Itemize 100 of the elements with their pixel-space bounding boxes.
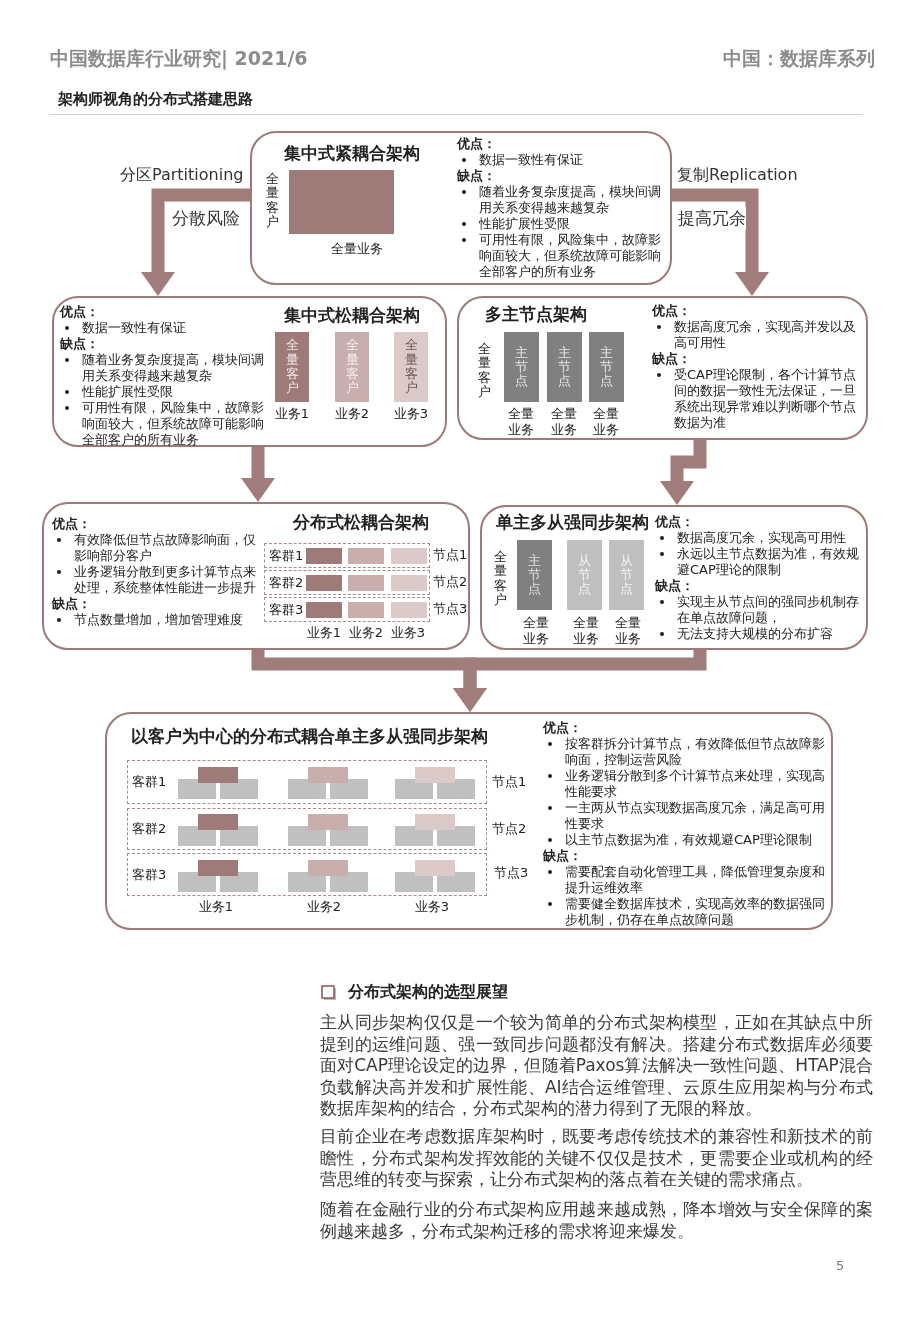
node-label: 节点3 — [433, 601, 468, 617]
row-label: 客群3 — [269, 601, 304, 618]
node-label: 节点1 — [492, 774, 527, 790]
architecture-panel — [457, 296, 868, 440]
node-column — [589, 332, 624, 402]
arrow — [453, 650, 707, 712]
vertical-label: 全量客户 — [494, 550, 507, 608]
vertical-label: 全量客户 — [478, 342, 491, 400]
row-label: 客群3 — [132, 866, 167, 883]
bullet-item: 以主节点数据为准，有效规避CAP理论限制 — [543, 832, 831, 848]
bullet-item: 受CAP理论限制，各个计算节点间的数据一致性无法保证，一旦系统出现异常难以判断哪个节点数据为准 — [652, 367, 866, 431]
caption-text: 业务2 — [305, 899, 343, 915]
column-label: 主节点 — [515, 345, 528, 389]
section-heading: 优点： — [457, 136, 497, 152]
caption-text: 全量业务 — [522, 615, 550, 647]
caption-text: 业务1 — [197, 899, 235, 915]
node-label: 节点2 — [433, 574, 468, 590]
bullet-item: 永远以主节点数据为准，有效规避CAP理论的限制 — [655, 546, 867, 578]
node-column — [567, 540, 602, 610]
bullet-item: 随着业务复杂度提高，模块间调用关系变得越来越复杂 — [60, 352, 272, 384]
section-heading: 优点： — [652, 303, 692, 319]
node-column — [394, 332, 428, 402]
caption-text: 全量业务 — [592, 406, 620, 438]
panel-title: 集中式紧耦合架构 — [284, 142, 421, 164]
architecture-panel — [52, 296, 447, 447]
row-label: 客群1 — [132, 774, 167, 790]
client-group-row — [264, 597, 430, 622]
panel-title: 分布式松耦合架构 — [293, 511, 430, 533]
arrow — [660, 440, 707, 505]
node-column — [335, 332, 369, 402]
bullet-item: 数据高度冗余，实现高并发以及高可用性 — [652, 319, 866, 351]
client-group-row — [127, 808, 487, 850]
node-label: 节点1 — [433, 547, 468, 563]
client-group-row — [127, 853, 487, 896]
row-label: 客群2 — [132, 821, 167, 837]
panel-title: 单主多从强同步架构 — [496, 511, 650, 533]
caption-text: 业务3 — [413, 899, 451, 915]
vertical-label: 全量客户 — [266, 172, 279, 230]
node-column — [547, 332, 582, 402]
arrow — [241, 447, 275, 502]
node-label: 节点2 — [492, 821, 527, 837]
edge-label: 提高冗余 — [678, 207, 746, 230]
section-heading: 缺点： — [655, 578, 695, 594]
architecture-panel — [250, 131, 672, 285]
section-heading: 缺点： — [60, 336, 100, 352]
business-block — [289, 170, 394, 234]
page-number: 5 — [836, 1258, 845, 1273]
architecture-panel — [480, 505, 868, 650]
node-label: 节点3 — [494, 865, 529, 881]
row-label: 客群2 — [269, 574, 304, 591]
section-heading: 优点： — [52, 516, 92, 532]
column-label: 主节点 — [558, 345, 571, 389]
column-label: 全量客户 — [285, 338, 299, 396]
bullet-item: 可用性有限，风险集中，故障影响面较大，但系统故障可能影响全部客户的所有业务 — [457, 232, 672, 280]
section-heading: 缺点： — [52, 596, 92, 612]
bullet-item: 无法支持大规模的分布扩容 — [655, 626, 867, 642]
bullet-item: 实现主从节点间的强同步机制存在单点故障问题， — [655, 594, 867, 626]
node-column — [504, 332, 539, 402]
bullet-item: 需要配套自动化管理工具，降低管理复杂度和提升运维效率 — [543, 864, 831, 896]
client-group-row — [127, 760, 487, 804]
node-column — [517, 540, 552, 610]
section-heading: 缺点： — [457, 168, 497, 184]
bullet-item: 按客群拆分计算节点，有效降低但节点故障影响面，控制运营风险 — [543, 736, 831, 768]
caption-text: 业务1 — [305, 625, 343, 641]
caption-text: 业务1 — [273, 406, 311, 422]
panel-title: 以客户为中心的分布式耦合单主多从强同步架构 — [131, 725, 489, 747]
diagram-title: 架构师视角的分布式搭建思路 — [58, 90, 253, 109]
bullet-item: 可用性有限，风险集中，故障影响面较大，但系统故障可能影响全部客户的所有业务 — [60, 400, 272, 448]
bullet-item: 节点数量增加，增加管理难度 — [52, 612, 262, 628]
section-heading: 优点： — [60, 304, 100, 320]
panel-title: 集中式松耦合架构 — [284, 304, 421, 326]
caption-text: 业务3 — [392, 406, 430, 422]
section-heading: 缺点： — [652, 351, 692, 367]
caption-text: 全量业务 — [330, 241, 384, 257]
arrow — [141, 188, 250, 296]
panel-title: 多主节点架构 — [485, 303, 588, 325]
header-text: 中国：数据库系列 — [722, 46, 875, 71]
section-heading: 分布式架构的选型展望 — [348, 982, 508, 1003]
bullet-item: 随着业务复杂度提高，模块间调用关系变得越来越复杂 — [457, 184, 672, 216]
row-label: 客群1 — [269, 547, 304, 564]
bullet-item: 性能扩展性受限 — [457, 216, 672, 232]
bullet-item: 业务逻辑分散到多个计算节点来处理，实现高性能要求 — [543, 768, 831, 800]
caption-text: 全量业务 — [550, 406, 578, 438]
paragraph: 目前企业在考虑数据库架构时，既要考虑传统技术的兼容性和新技术的前瞻性，分布式架构发挥效能的关键不仅仅是技术，更需要企业或机构的经营思维的转变与探索，让分布式架构的落点着在关键的需求痛点。 — [320, 1126, 873, 1191]
bullet-item: 一主两从节点实现数据高度冗余，满足高可用性要求 — [543, 800, 831, 832]
column-label: 全量客户 — [404, 338, 418, 396]
caption-text: 业务2 — [333, 406, 371, 422]
paragraph: 随着在金融行业的分布式架构应用越来越成熟，降本增效与安全保障的案例越来越多，分布式架构迁移的需求将迎来爆发。 — [320, 1199, 873, 1242]
bullet-item: 数据高度冗余，实现高可用性 — [655, 530, 867, 546]
arrow — [672, 188, 769, 296]
paragraph: 主从同步架构仅仅是一个较为简单的分布式架构模型，正如在其缺点中所提到的运维问题、强一致同步问题都没有解决。搭建分布式数据库必须要面对CAP理论设定的边界，但随着Paxos算法解决一致性问题、HTAP混合负载解决高并发和扩展性能、AI结合运维管理、云原生应用架构与分布式数据库架构的结合，分布式架构的潜力得到了无限的释放。 — [320, 1012, 873, 1120]
node-column — [275, 332, 309, 402]
annotation-text: 复制Replication — [677, 165, 798, 186]
client-group-row — [264, 570, 430, 595]
caption-text: 业务2 — [347, 625, 385, 641]
section-heading: 优点： — [655, 514, 695, 530]
caption-text: 全量业务 — [572, 615, 600, 647]
client-group-row — [264, 543, 430, 568]
bullet-item: 性能扩展性受限 — [60, 384, 272, 400]
bullet-item: 有效降低但节点故障影响面，仅影响部分客户 — [52, 532, 262, 564]
